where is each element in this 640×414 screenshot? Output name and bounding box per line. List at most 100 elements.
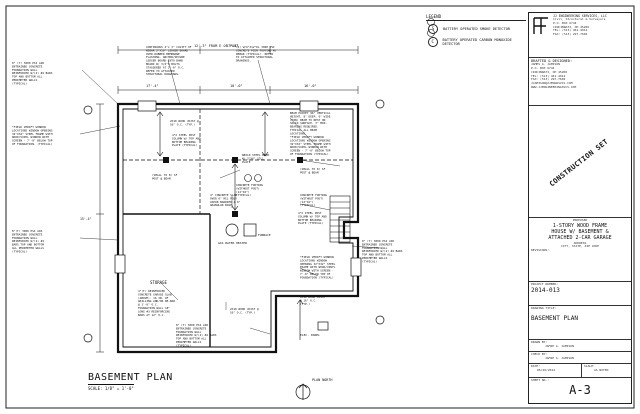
dim-top-1: 12'-3" FROM E OF POST (194, 44, 239, 48)
drafter-line: WWW.JJENGINEERINGSVCS.COM (531, 84, 577, 89)
co-detector-icon: C (428, 37, 438, 47)
joist-arrows (156, 111, 304, 340)
dim-top-4: 16'-0" (304, 84, 317, 88)
plan-scale: SCALE: 1/8" = 1'-0" (88, 384, 134, 391)
drafter-line: TEL: (513) 461-4912 (531, 73, 566, 78)
address-value: CITY, STATE, ZIP CODE (561, 244, 599, 249)
firm-address-line: TEL: (513) 461-4912 (553, 28, 588, 33)
drawing-title-label: DRAWING TITLE: (531, 306, 557, 310)
drafter-line: P.O. BOX 6744 (531, 66, 555, 71)
detector-symbols (244, 18, 435, 182)
legend-title: LEGEND (426, 14, 526, 21)
sheet-number: SHEET NO.: A-3 (529, 377, 631, 404)
drawn-by-value: JAMIE A. JAMISON (545, 343, 574, 348)
plan-note: CONCRETE FOOTING(WITHOUT POST)(12"X2")(T… (236, 183, 263, 197)
firm-name: JJ ENGINEERING SERVICES, LLC (553, 14, 607, 18)
sheet-no-value: A-3 (569, 382, 591, 397)
smoke-detector-icon: S (428, 24, 438, 34)
room-storage: STORAGE (150, 280, 167, 285)
leader-lines (79, 59, 381, 335)
mechanical-equipment (225, 223, 329, 331)
foundation-walls (116, 102, 360, 354)
project-line: 1-STORY WOOD FRAME (552, 222, 608, 229)
scale-field: SCALE: AS NOTED (584, 364, 630, 373)
stair (329, 195, 351, 243)
room-elec-panel: ELEC. PANEL (300, 333, 320, 337)
window-symbols (114, 100, 362, 277)
firm-logo (533, 17, 548, 34)
north-label: PLAN NORTH (312, 378, 352, 382)
north-label-text: PLAN NORTH (312, 378, 333, 382)
date-field: DATE: 06/26/2014 (531, 364, 581, 373)
stamp-area (529, 105, 631, 217)
section-markers (83, 99, 385, 343)
north-arrow (295, 383, 311, 400)
address-label: ADDRESS (573, 240, 587, 245)
firm-address-line: FAX: (513) 297-7602 (553, 32, 588, 36)
drafter-line: FAX: (513) 297-7602 (531, 77, 566, 82)
project-line: HOUSE W/ BASEMENT & (551, 229, 609, 235)
date-label: DATE: (531, 364, 541, 368)
dim-side: 15'-4" (80, 217, 92, 221)
firm-sub: Civil, Structural & Surveyors (553, 17, 606, 21)
room-furnace: FURNACE (258, 233, 271, 237)
plan-note: 2X10 WOOD JOIST @16" O.C. (TYP.) (170, 119, 199, 126)
drafter-line: JJAMISON@JJENGRSVCS.COM (531, 81, 573, 86)
steel-posts (163, 157, 303, 217)
legend-item-text: BATTERY OPERATED SMOKE DETECTOR (443, 27, 511, 31)
project-label: PROPOSED (572, 218, 588, 222)
firm-address-line: CINCINNATI, OH 45206 (553, 24, 590, 29)
dim-top-5: 17'-4" (226, 44, 239, 48)
project-number-value: 2014-013 (531, 286, 560, 294)
sheet-no-label: SHEET NO.: (531, 378, 550, 382)
dimension-lines (96, 46, 359, 353)
legend-item: S BATTERY OPERATED SMOKE DETECTOR (426, 24, 526, 34)
plan-note: 2X10 WOOD JOIST@ 16" O.C.(TYP.) (300, 295, 326, 306)
drafter-info: DRAFTED & DESIGNED: JAMES A. JAMISON P.O… (529, 57, 631, 105)
room-water-heater: GAS WATER HEATER (218, 241, 247, 245)
check-by-value: JAMIE A. JAMISON (545, 355, 574, 360)
drawn-by-label: DRAWN BY: (531, 340, 548, 344)
drawing-title-value: BASEMENT PLAN (531, 314, 578, 322)
drafter-line: JAMES A. JAMISON (531, 62, 560, 67)
firm-info: JJ ENGINEERING SERVICES, LLC Civil, Stru… (529, 13, 631, 57)
legend-item-text: BATTERY OPERATED CARBON MONOXIDE DETECTO… (442, 38, 512, 46)
drawn-by: DRAWN BY: JAMIE A. JAMISON (529, 339, 631, 351)
project-line: ATTACHED 2-CAR GARAGE (548, 235, 612, 242)
drafter-line: CINCINNATI, OH 45206 (531, 69, 568, 74)
project-info: PROPOSED 1-STORY WOOD FRAME HOUSE W/ BAS… (529, 217, 631, 271)
check-by-label: CHECK BY: (531, 352, 548, 356)
plan-note: CONCRETE FOOTING(WITHOUT POST)(12"X2")(T… (300, 193, 327, 207)
drafted-label: DRAFTED & DESIGNED: (531, 59, 573, 63)
title-block: JJ ENGINEERING SERVICES, LLC Civil, Stru… (528, 12, 632, 404)
project-number: PROJECT NUMBER: 2014-013 (529, 281, 631, 305)
scale-label: SCALE: (584, 364, 595, 368)
dim-top-3: 17'-4" (146, 84, 159, 88)
check-by: CHECK BY: JAMIE A. JAMISON (529, 351, 631, 363)
date-scale: DATE: 06/26/2014 SCALE: AS NOTED (529, 363, 631, 378)
legend: LEGEND S BATTERY OPERATED SMOKE DETECTOR… (426, 14, 526, 50)
dim-top-2: 10'-0" (230, 84, 243, 88)
scale-value: AS NOTED (594, 367, 609, 372)
plan-note: 2X10 WOOD JOIST @16" O.C. (TYP.) (230, 307, 259, 314)
date-value: 06/26/2014 (537, 367, 556, 372)
plan-title: BASEMENT PLAN (88, 372, 173, 383)
